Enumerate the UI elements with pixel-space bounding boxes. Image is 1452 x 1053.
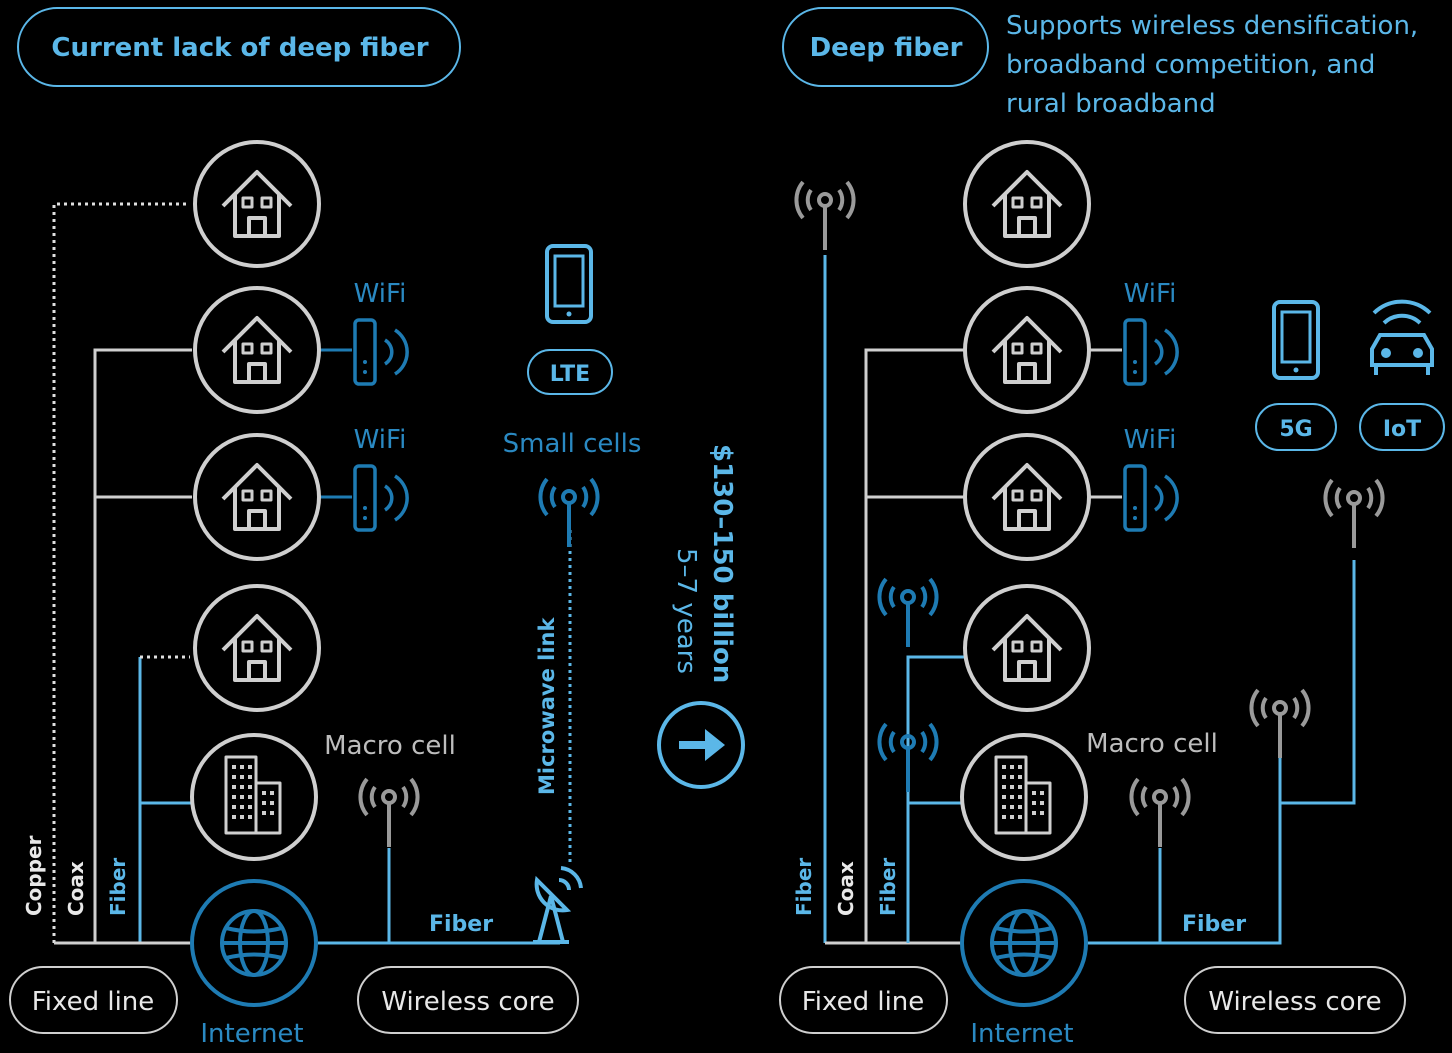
antenna-icon bbox=[877, 577, 939, 649]
house-icon bbox=[193, 433, 321, 561]
left-header-pill bbox=[17, 7, 461, 87]
globe-icon bbox=[190, 879, 318, 1007]
car-icon bbox=[1370, 299, 1434, 375]
wifi-label: WiFi bbox=[354, 279, 407, 309]
wifi-label: WiFi bbox=[354, 425, 407, 455]
fixed-line-pill bbox=[779, 966, 948, 1034]
wifi-router-icon bbox=[353, 464, 409, 532]
coax-label: Coax bbox=[834, 861, 858, 916]
building-icon bbox=[960, 733, 1088, 861]
macro-cell-label: Macro cell bbox=[324, 731, 456, 761]
macro-cell-antenna-icon bbox=[358, 777, 420, 849]
wireless-core-label: Wireless core bbox=[381, 987, 554, 1017]
arrow-right-icon bbox=[657, 701, 745, 789]
house-icon bbox=[963, 286, 1091, 414]
right-panel: Deep fiber Supports wireless densificati… bbox=[779, 7, 1445, 1049]
microwave-label: Microwave link bbox=[535, 617, 559, 795]
fiber-label: Fiber bbox=[429, 912, 493, 937]
right-header: Deep fiber bbox=[810, 33, 963, 63]
wifi-label: WiFi bbox=[1124, 425, 1177, 455]
fixed-line-label: Fixed line bbox=[32, 987, 155, 1017]
copper-label: Copper bbox=[22, 835, 46, 916]
fiveg-label: 5G bbox=[1279, 417, 1312, 442]
fiber-vertical-label: Fiber bbox=[792, 858, 816, 916]
fixed-line-pill bbox=[9, 966, 178, 1034]
left-wiring bbox=[52, 202, 572, 945]
antenna-icon bbox=[877, 722, 939, 794]
antenna-icon bbox=[1249, 688, 1311, 760]
house-icon bbox=[193, 140, 321, 268]
right-header-pill bbox=[782, 7, 989, 87]
antenna-icon bbox=[794, 180, 856, 252]
house-icon bbox=[193, 286, 321, 414]
phone-icon bbox=[545, 244, 593, 324]
iot-label: IoT bbox=[1383, 417, 1421, 442]
middle-transition: $130–150 billion 5–7 years bbox=[657, 444, 745, 789]
wifi-label: WiFi bbox=[1124, 279, 1177, 309]
lte-label: LTE bbox=[550, 362, 590, 387]
deep-fiber-note-line: Supports wireless densification, bbox=[1006, 11, 1418, 41]
antenna-icon bbox=[1323, 478, 1385, 550]
wireless-core-pill bbox=[357, 966, 579, 1034]
years-label: 5–7 years bbox=[671, 548, 701, 674]
satellite-dish-icon bbox=[533, 866, 583, 944]
wireless-core-pill bbox=[1184, 966, 1406, 1034]
small-cell-antenna-icon bbox=[538, 477, 600, 549]
fiber-vertical-label: Fiber bbox=[876, 858, 900, 916]
iot-pill bbox=[1359, 403, 1445, 451]
lte-pill bbox=[527, 349, 613, 395]
internet-label: Internet bbox=[970, 1019, 1073, 1049]
building-icon bbox=[190, 733, 318, 861]
wifi-router-icon bbox=[1123, 464, 1179, 532]
wifi-router-icon bbox=[1123, 318, 1179, 386]
fiveg-pill bbox=[1255, 403, 1337, 451]
deep-fiber-note-line: broadband competition, and bbox=[1006, 50, 1375, 80]
macro-cell-label: Macro cell bbox=[1086, 729, 1218, 759]
phone-icon bbox=[1272, 300, 1320, 380]
left-panel: Current lack of deep fiber WiFi WiFi LTE… bbox=[9, 7, 642, 1049]
cost-label: $130–150 billion bbox=[707, 444, 737, 683]
house-icon bbox=[963, 584, 1091, 712]
left-header: Current lack of deep fiber bbox=[51, 33, 428, 63]
small-cells-label: Small cells bbox=[503, 429, 642, 459]
internet-label: Internet bbox=[200, 1019, 303, 1049]
house-icon bbox=[963, 140, 1091, 268]
fiber-vertical-label: Fiber bbox=[106, 858, 130, 916]
globe-icon bbox=[960, 879, 1088, 1007]
right-wiring bbox=[823, 255, 1356, 945]
house-icon bbox=[193, 584, 321, 712]
wireless-core-label: Wireless core bbox=[1208, 987, 1381, 1017]
fiber-label: Fiber bbox=[1182, 912, 1246, 937]
fixed-line-label: Fixed line bbox=[802, 987, 925, 1017]
wifi-router-icon bbox=[353, 318, 409, 386]
coax-label: Coax bbox=[64, 861, 88, 916]
macro-cell-antenna-icon bbox=[1129, 777, 1191, 849]
deep-fiber-note-line: rural broadband bbox=[1006, 89, 1216, 119]
house-icon bbox=[963, 433, 1091, 561]
